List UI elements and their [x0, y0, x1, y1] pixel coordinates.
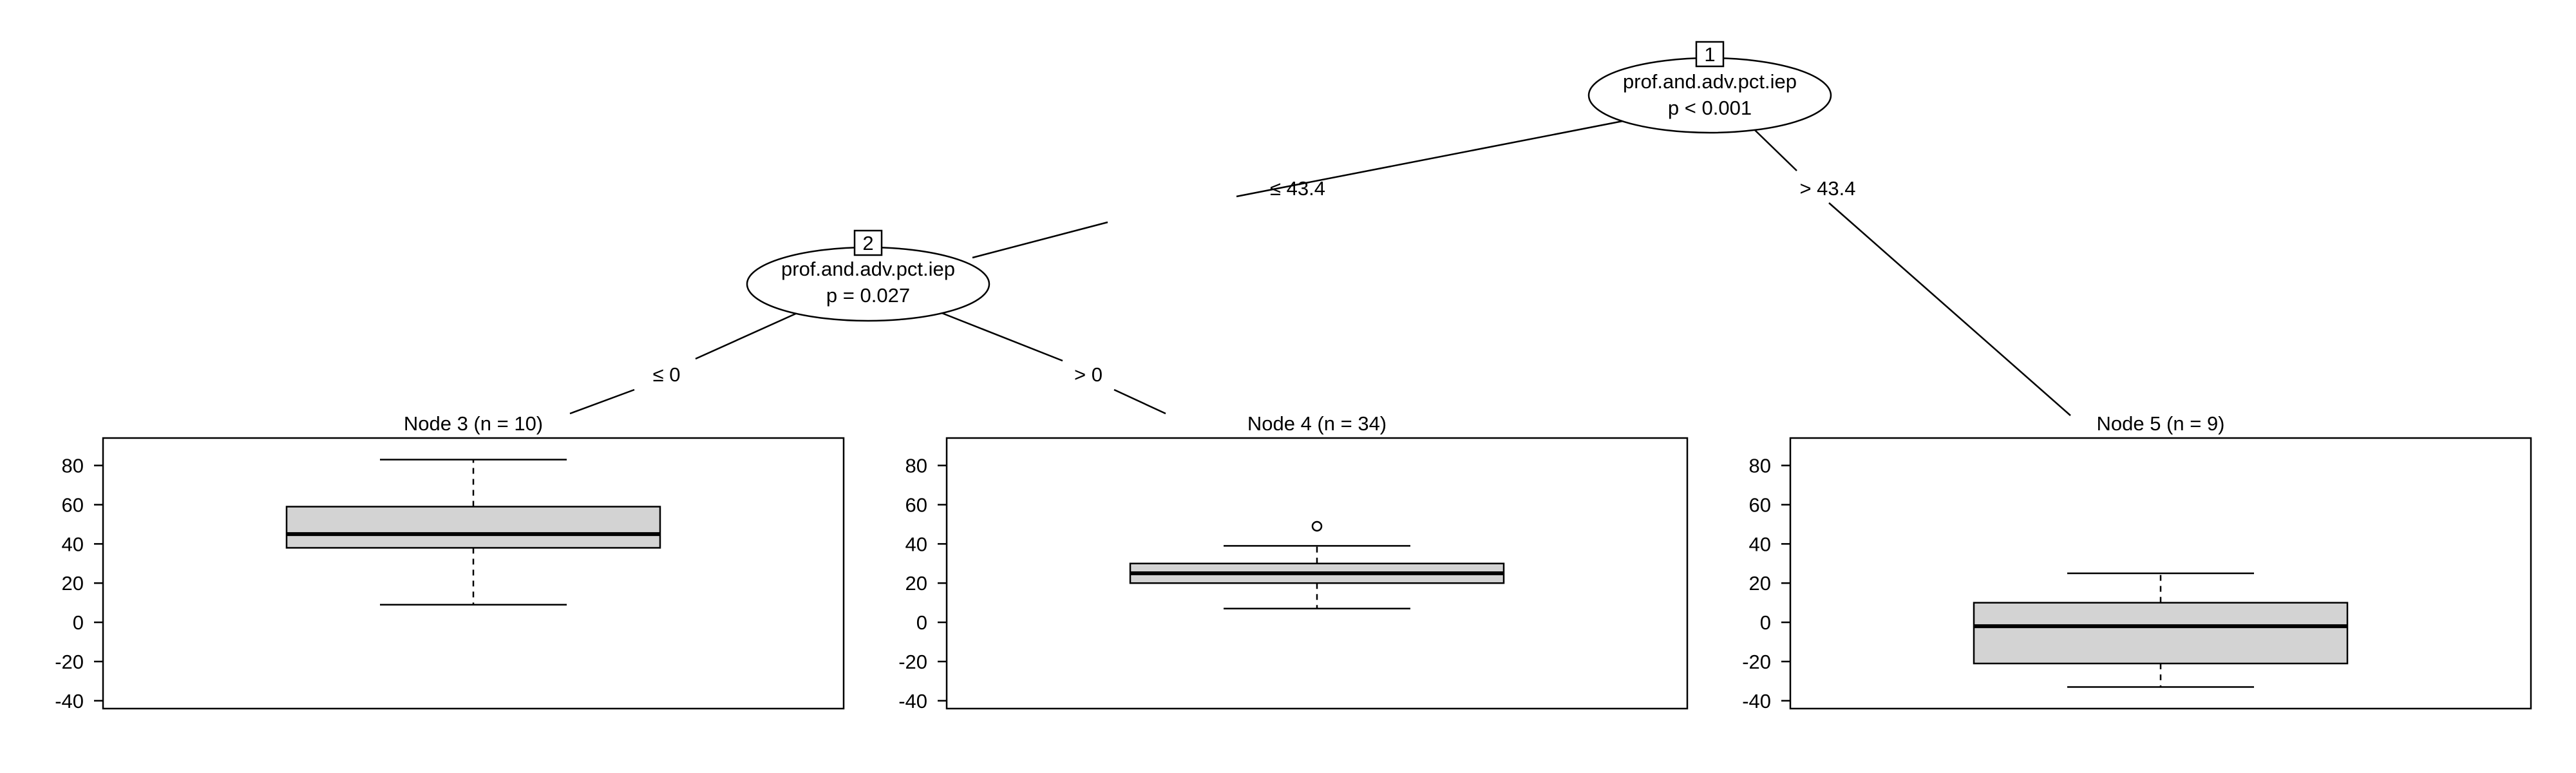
- edge-label-1-2: ≤ 43.4: [1270, 177, 1325, 200]
- panel-frame: [945, 437, 1689, 710]
- edge-line-2-3-b: [569, 388, 635, 415]
- terminal-panel-4: Node 4 (n = 34) 80 60 40 20 0 -20 -40: [898, 412, 1689, 712]
- tree-edges: [569, 118, 2071, 416]
- y-tick-label: 60: [905, 493, 927, 516]
- node-1-pvalue: p < 0.001: [1668, 97, 1752, 119]
- y-tick-label: 0: [1760, 611, 1771, 634]
- node-1-variable: prof.and.adv.pct.iep: [1623, 70, 1797, 93]
- panel-frame: [1789, 437, 2532, 710]
- y-tick-label: 80: [1749, 455, 1771, 477]
- node-2-id-box: [853, 229, 883, 256]
- y-tick-label: 80: [62, 455, 84, 477]
- y-tick-label: 0: [73, 611, 84, 634]
- edge-line-1-5-a: [1754, 129, 1797, 171]
- panel-frame: [102, 437, 845, 710]
- iqr-box: [1973, 602, 2349, 665]
- y-tick-label: 60: [1749, 493, 1771, 516]
- terminal-panel-3: Node 3 (n = 10) 80 60 40 20 0 -20 -40: [55, 412, 845, 712]
- node-2-id: 2: [862, 232, 873, 254]
- y-tick-label: -40: [1742, 690, 1771, 712]
- panel-title: Node 3 (n = 10): [404, 412, 543, 435]
- edge-labels: ≤ 43.4 > 43.4 ≤ 0 > 0: [653, 177, 1856, 386]
- edge-line-1-2-b: [972, 221, 1108, 259]
- y-tick-label: 40: [905, 533, 927, 555]
- y-tick-label: -40: [55, 690, 84, 712]
- node-1-id: 1: [1704, 43, 1715, 66]
- y-tick-label: 60: [62, 493, 84, 516]
- inner-node-1: 1 prof.and.adv.pct.iep p < 0.001: [1587, 41, 1832, 134]
- edge-line-2-3-a: [695, 311, 799, 360]
- edge-line-2-4-a: [940, 311, 1063, 362]
- node-1-ellipse: [1587, 57, 1832, 134]
- edge-line-2-4-b: [1113, 388, 1166, 415]
- outlier-point: [1311, 520, 1323, 532]
- y-tick-label: 20: [62, 572, 84, 595]
- y-tick-label: -40: [898, 690, 927, 712]
- edge-line-1-2-a: [1236, 118, 1633, 198]
- y-tick-label: -20: [898, 651, 927, 673]
- y-tick-label: 40: [62, 533, 84, 555]
- panel-title: Node 4 (n = 34): [1247, 412, 1387, 435]
- y-tick-label: 20: [1749, 572, 1771, 595]
- edge-label-2-3: ≤ 0: [653, 363, 681, 386]
- inner-node-2: 2 prof.and.adv.pct.iep p = 0.027: [746, 229, 990, 322]
- node-2-variable: prof.and.adv.pct.iep: [781, 258, 955, 280]
- node-2-pvalue: p = 0.027: [826, 284, 910, 307]
- panel-title: Node 5 (n = 9): [2096, 412, 2224, 435]
- y-tick-label: 80: [905, 455, 927, 477]
- edge-label-1-5: > 43.4: [1799, 177, 1855, 200]
- y-tick-label: -20: [1742, 651, 1771, 673]
- terminal-panel-5: Node 5 (n = 9) 80 60 40 20 0 -20 -40: [1742, 412, 2532, 712]
- iqr-box: [285, 506, 661, 549]
- edge-label-2-4: > 0: [1074, 363, 1103, 386]
- edge-line-1-5-b: [1828, 202, 2071, 416]
- node-1-id-box: [1695, 41, 1725, 68]
- y-tick-label: 0: [916, 611, 927, 634]
- y-tick-label: -20: [55, 651, 84, 673]
- y-tick-label: 20: [905, 572, 927, 595]
- y-tick-label: 40: [1749, 533, 1771, 555]
